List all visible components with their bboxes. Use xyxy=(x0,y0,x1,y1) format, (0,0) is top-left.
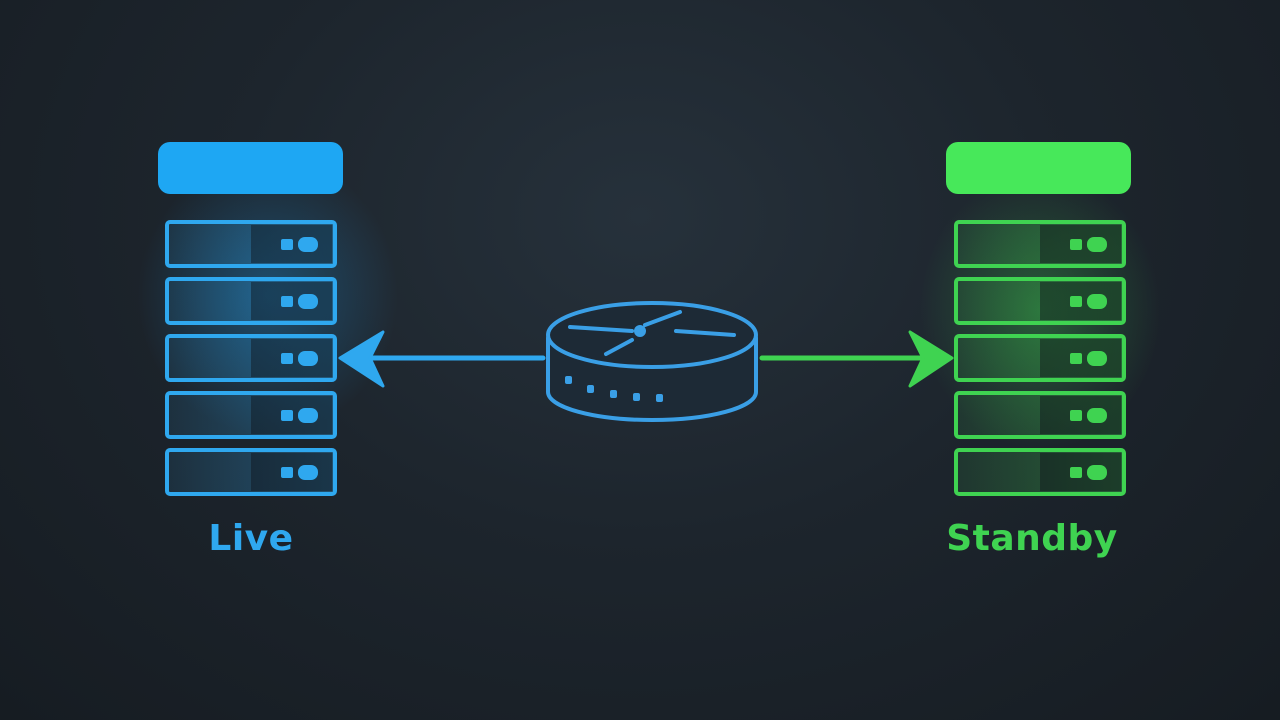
live-rack-header xyxy=(158,142,343,194)
live-server-rack xyxy=(138,142,398,496)
live-rack-unit-frame xyxy=(165,391,337,439)
router-indicator-light xyxy=(656,394,663,402)
live-power-led xyxy=(298,294,318,309)
live-status-led xyxy=(281,239,293,250)
standby-status-led xyxy=(1070,467,1082,478)
standby-rack-unit xyxy=(954,220,1126,268)
router-antenna-3 xyxy=(643,310,682,327)
standby-status-led xyxy=(1070,353,1082,364)
live-rack-unit xyxy=(165,334,337,382)
standby-rack-unit xyxy=(954,334,1126,382)
connection-to-live xyxy=(338,330,546,388)
router-antenna-2 xyxy=(674,329,736,337)
standby-power-led xyxy=(1087,408,1107,423)
standby-rack-unit xyxy=(954,448,1126,496)
live-status-led xyxy=(281,410,293,421)
standby-rack-header xyxy=(946,142,1131,194)
standby-server-rack xyxy=(920,142,1160,496)
live-status-led xyxy=(281,353,293,364)
live-rack-units xyxy=(165,220,337,496)
standby-label: Standby xyxy=(946,518,1118,559)
standby-power-led xyxy=(1087,351,1107,366)
live-power-led xyxy=(298,351,318,366)
router-indicator-light xyxy=(610,390,617,398)
standby-rack-unit-frame xyxy=(954,220,1126,268)
live-power-led xyxy=(298,237,318,252)
router-indicator-light xyxy=(565,376,572,384)
standby-rack-unit-frame xyxy=(954,277,1126,325)
standby-status-led xyxy=(1070,410,1082,421)
live-rack-unit xyxy=(165,448,337,496)
standby-rack-unit xyxy=(954,277,1126,325)
router-antenna-1 xyxy=(568,325,634,333)
live-status-led xyxy=(281,296,293,307)
connection-to-standby xyxy=(759,330,954,388)
router-icon xyxy=(546,301,758,422)
live-rack-unit-frame xyxy=(165,277,337,325)
live-rack-unit xyxy=(165,277,337,325)
router-hub xyxy=(634,325,646,337)
standby-rack-unit-frame xyxy=(954,334,1126,382)
router-antenna-4 xyxy=(604,338,634,356)
live-power-led xyxy=(298,408,318,423)
standby-rack-units xyxy=(954,220,1126,496)
router-indicator-light xyxy=(633,393,640,401)
live-rack-unit-frame xyxy=(165,334,337,382)
live-label: Live xyxy=(208,518,294,559)
live-status-led xyxy=(281,467,293,478)
standby-status-led xyxy=(1070,239,1082,250)
standby-power-led xyxy=(1087,294,1107,309)
standby-rack-unit-frame xyxy=(954,448,1126,496)
live-rack-unit-frame xyxy=(165,448,337,496)
standby-status-led xyxy=(1070,296,1082,307)
standby-rack-unit xyxy=(954,391,1126,439)
live-rack-unit-frame xyxy=(165,220,337,268)
router-indicator-lights xyxy=(565,376,663,402)
standby-power-led xyxy=(1087,465,1107,480)
standby-power-led xyxy=(1087,237,1107,252)
live-rack-unit xyxy=(165,220,337,268)
live-power-led xyxy=(298,465,318,480)
router-top xyxy=(546,301,758,369)
arrow-left-icon xyxy=(338,330,385,388)
arrow-right-icon xyxy=(908,330,954,388)
standby-rack-unit-frame xyxy=(954,391,1126,439)
live-rack-unit xyxy=(165,391,337,439)
router-indicator-light xyxy=(587,385,594,393)
